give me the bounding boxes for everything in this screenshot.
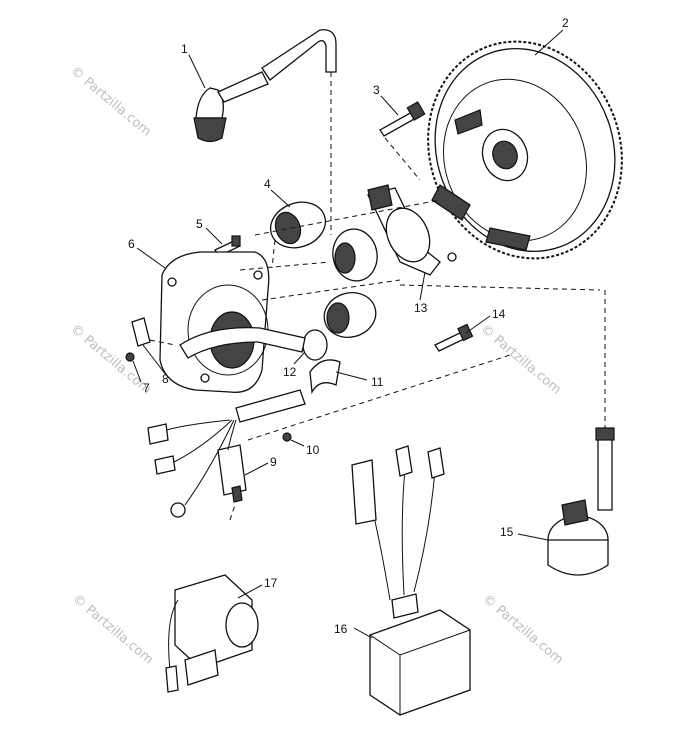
callouts: 1 2 3 4 5 6 7 8 9 10 11 12 13 14 15 16 1… xyxy=(128,16,569,636)
assembly-lines xyxy=(149,199,606,521)
callout-3: 3 xyxy=(373,83,380,97)
callout-15: 15 xyxy=(500,525,514,539)
watermark-bottom-left: © Partzilla.com xyxy=(69,592,155,668)
part-15-ignition-coil xyxy=(547,427,615,576)
callout-5: 5 xyxy=(196,217,203,231)
part-8-clip xyxy=(131,317,151,347)
part-9-connector xyxy=(217,444,247,503)
part-14-bolt xyxy=(434,323,474,352)
watermark-bottom-right: © Partzilla.com xyxy=(479,592,565,668)
callout-14: 14 xyxy=(492,307,506,321)
part-17-regulator xyxy=(165,574,259,693)
callout-11: 11 xyxy=(371,375,384,389)
part-4-coils xyxy=(269,201,378,338)
part-7-screw xyxy=(125,352,135,362)
callout-2: 2 xyxy=(562,16,569,30)
part-6-stator-plate xyxy=(159,251,270,393)
part-3-bolt xyxy=(379,101,426,181)
part-13-exciter-coil xyxy=(367,184,457,276)
part-16-cdi-box xyxy=(351,445,471,716)
wire-harness xyxy=(147,389,306,518)
part-2-flywheel xyxy=(427,40,623,260)
callout-10: 10 xyxy=(306,443,320,457)
callout-4: 4 xyxy=(264,177,271,191)
callout-1: 1 xyxy=(181,42,188,56)
part-10-screw xyxy=(282,432,292,442)
callout-9: 9 xyxy=(270,455,277,469)
callout-17: 17 xyxy=(264,576,278,590)
callout-6: 6 xyxy=(128,237,135,251)
watermark-mid-right: © Partzilla.com xyxy=(477,322,563,398)
callout-7: 7 xyxy=(143,381,150,395)
part-12-wire-tube xyxy=(179,326,306,359)
part-11-grommet xyxy=(302,329,341,395)
callout-16: 16 xyxy=(334,622,348,636)
leader-lines xyxy=(132,29,564,639)
callout-12: 12 xyxy=(283,365,297,379)
callout-8: 8 xyxy=(162,372,169,386)
watermark-top-left: © Partzilla.com xyxy=(67,64,153,140)
part-1-spark-plug-cap xyxy=(193,29,337,235)
callout-13: 13 xyxy=(414,301,428,315)
